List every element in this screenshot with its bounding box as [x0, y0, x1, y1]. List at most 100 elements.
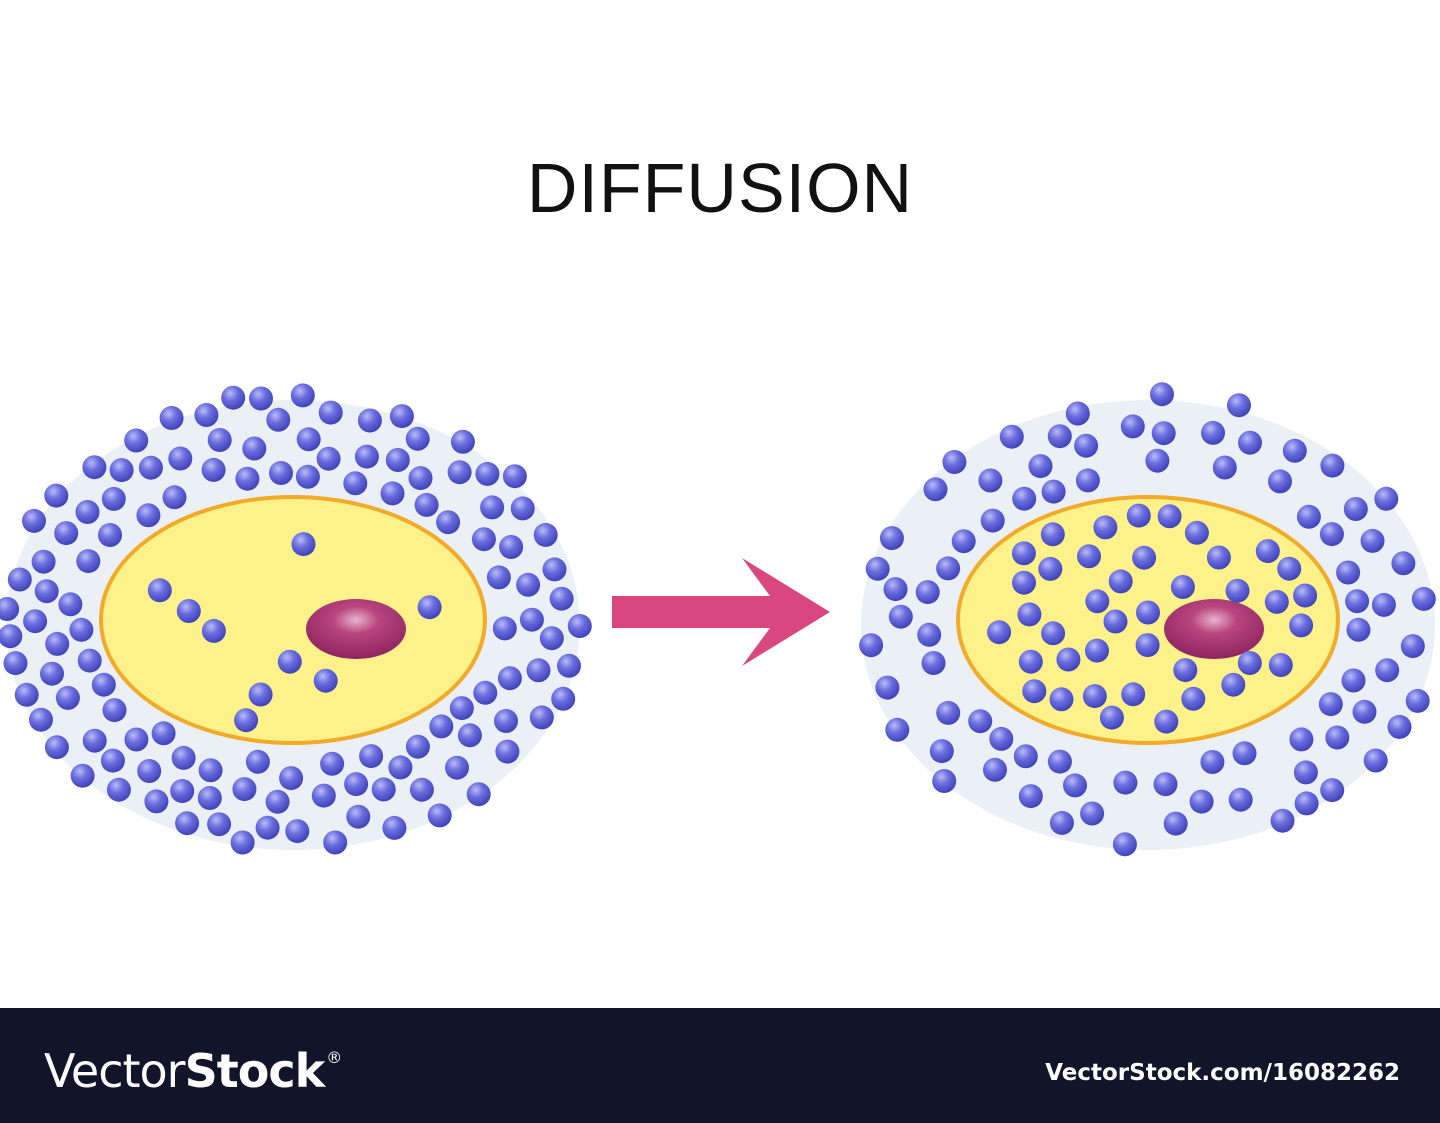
molecule — [486, 565, 511, 590]
molecule — [445, 755, 469, 780]
molecule — [316, 446, 341, 471]
molecule — [1270, 808, 1295, 833]
molecule — [1049, 810, 1074, 835]
molecule — [499, 535, 524, 559]
molecule — [1320, 778, 1345, 803]
molecule — [176, 599, 201, 623]
molecule — [1163, 811, 1188, 836]
molecule — [1099, 705, 1124, 730]
molecule — [106, 777, 131, 802]
molecule — [1296, 504, 1321, 529]
molecule — [557, 653, 581, 678]
molecule — [567, 614, 592, 638]
molecule — [101, 486, 126, 511]
molecule — [1151, 421, 1176, 446]
molecule — [344, 772, 369, 797]
molecule — [1411, 586, 1436, 611]
molecule — [70, 763, 95, 788]
molecule — [1018, 784, 1043, 809]
molecule — [502, 464, 527, 489]
molecule — [405, 734, 430, 759]
molecule — [234, 708, 259, 733]
molecule — [40, 661, 64, 686]
molecule — [1093, 515, 1118, 540]
molecule — [277, 649, 302, 674]
molecule — [936, 556, 961, 581]
molecule — [1075, 468, 1100, 493]
molecule — [346, 804, 371, 829]
molecule — [389, 404, 414, 429]
molecule — [221, 385, 246, 410]
molecule — [1022, 679, 1047, 704]
molecule — [427, 803, 452, 828]
molecule — [1013, 744, 1038, 769]
molecule — [0, 597, 20, 621]
molecule — [1041, 621, 1066, 646]
molecule — [136, 503, 161, 528]
molecule — [1375, 658, 1400, 683]
molecule — [388, 755, 413, 780]
molecule — [290, 383, 315, 408]
molecule — [1047, 424, 1072, 449]
molecule — [44, 735, 69, 760]
molecule — [1012, 486, 1037, 511]
molecule — [31, 549, 56, 574]
molecule — [885, 717, 910, 742]
molecule — [1371, 592, 1396, 617]
molecule — [915, 580, 940, 605]
molecule — [951, 529, 976, 554]
molecule — [159, 406, 184, 430]
molecule — [82, 728, 107, 753]
molecule — [1157, 504, 1182, 529]
molecule — [1077, 544, 1101, 569]
molecule — [201, 457, 226, 482]
molecule — [865, 556, 890, 581]
molecule — [354, 444, 379, 469]
molecule — [1056, 647, 1081, 672]
molecule — [1065, 401, 1090, 426]
molecule — [295, 464, 320, 489]
molecule — [533, 522, 558, 547]
molecule — [1082, 684, 1107, 709]
molecule — [1206, 545, 1231, 570]
molecule — [921, 651, 946, 675]
molecule — [1201, 420, 1225, 445]
molecule — [320, 751, 345, 776]
molecule — [124, 727, 149, 752]
molecule — [494, 709, 518, 733]
molecule — [124, 428, 149, 453]
molecule — [1121, 682, 1146, 707]
molecule — [318, 400, 343, 425]
cell-before — [0, 383, 592, 855]
molecule — [102, 698, 127, 723]
molecule — [198, 758, 223, 783]
molecule — [471, 527, 496, 552]
molecule — [989, 726, 1014, 751]
molecule — [357, 408, 382, 433]
molecule — [1145, 448, 1170, 473]
molecule — [201, 618, 226, 643]
molecule — [1154, 709, 1179, 734]
molecule — [109, 458, 134, 483]
molecule — [44, 483, 69, 508]
molecule — [1085, 589, 1110, 614]
molecule — [0, 624, 23, 649]
molecule — [197, 786, 222, 810]
molecule — [380, 481, 405, 506]
molecule — [1108, 569, 1133, 594]
molecule — [1227, 393, 1251, 418]
molecule — [1038, 556, 1063, 581]
cell-after — [859, 382, 1436, 857]
molecule — [242, 436, 267, 461]
molecule — [1343, 497, 1368, 521]
molecule — [1212, 455, 1237, 480]
molecule — [1289, 613, 1314, 638]
molecule — [359, 744, 384, 769]
molecule — [1405, 688, 1430, 713]
molecule — [175, 811, 200, 836]
molecule — [1345, 589, 1370, 614]
molecule — [1040, 522, 1065, 547]
molecule — [171, 745, 196, 770]
molecule — [1268, 469, 1292, 494]
